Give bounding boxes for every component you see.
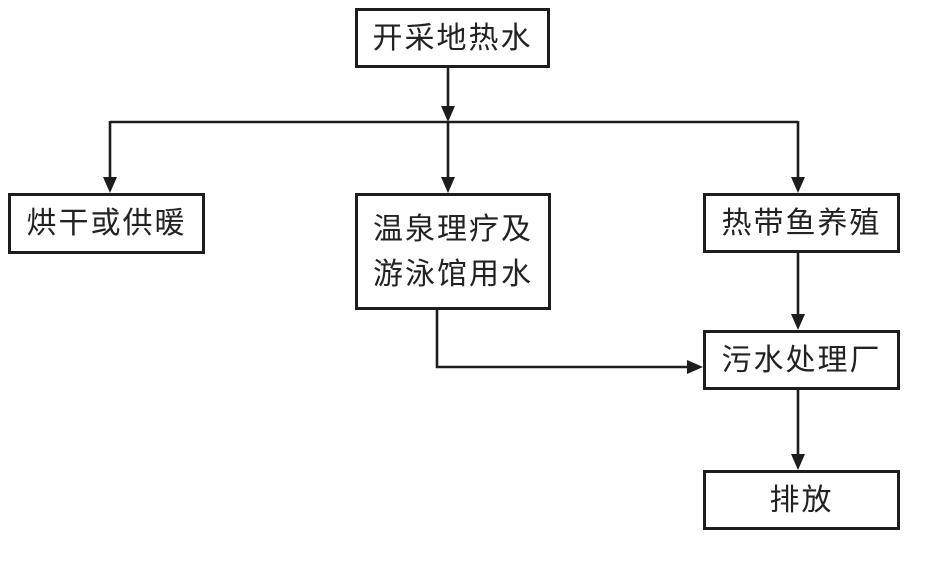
edge-source-to-branch <box>441 68 455 122</box>
edge-spa-to-treatment <box>435 310 703 374</box>
node-drying-or-heating: 烘干或供暖 <box>8 193 205 254</box>
node-extract-geothermal-water: 开采地热水 <box>355 8 550 68</box>
node-label: 烘干或供暖 <box>26 207 187 240</box>
node-label: 污水处理厂 <box>721 343 882 377</box>
node-discharge: 排放 <box>703 470 900 530</box>
arrowhead-down-icon <box>103 177 117 193</box>
edge-treatment-to-discharge <box>791 390 805 470</box>
node-sewage-treatment-plant: 污水处理厂 <box>703 330 900 390</box>
node-label-line1: 温泉理疗及 <box>373 212 533 246</box>
node-label-line2: 游泳馆用水 <box>373 257 533 291</box>
node-hot-spring-therapy-swimming-pool-water: 温泉理疗及 游泳馆用水 <box>355 193 551 310</box>
node-tropical-fish-farming: 热带鱼养殖 <box>703 193 900 253</box>
edge-fish-to-treatment <box>791 253 805 330</box>
arrowhead-down-icon <box>791 454 805 470</box>
arrowhead-down-icon <box>791 177 805 193</box>
node-label: 开采地热水 <box>372 21 533 55</box>
node-label: 热带鱼养殖 <box>721 206 882 240</box>
arrowhead-down-icon <box>441 177 455 193</box>
edge-branch-to-fish <box>791 121 805 193</box>
arrowhead-down-icon <box>791 314 805 330</box>
edge-line <box>435 310 688 369</box>
node-label: 排放 <box>769 483 834 517</box>
arrowhead-down-icon <box>441 106 455 122</box>
edge-branch-to-spa <box>441 122 455 193</box>
edge-branch-to-drying <box>103 121 117 193</box>
arrowhead-right-icon <box>687 360 703 374</box>
